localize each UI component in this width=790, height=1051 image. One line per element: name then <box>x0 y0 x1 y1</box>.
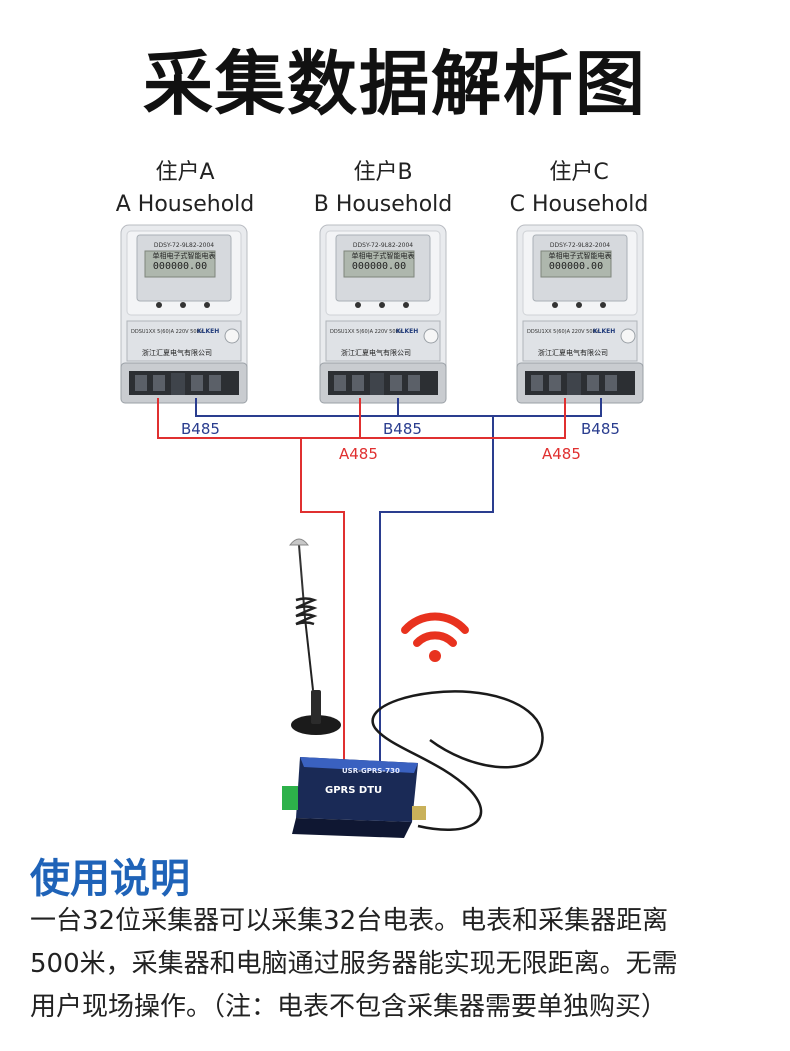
household-a-cn: 住户A <box>155 160 215 185</box>
household-a-label: 住户A A Household <box>85 157 285 221</box>
instructions-line-3: 用户现场操作。（注：电表不包含采集器需要单独购买） <box>30 992 668 1022</box>
page-title: 采集数据解析图 <box>143 43 647 125</box>
meter-b-model: DDSY-72-9L82-2004 <box>353 242 413 249</box>
sma-connector <box>412 806 426 820</box>
instructions-heading: 使用说明 <box>30 856 190 902</box>
household-c-en: C Household <box>509 192 649 217</box>
device-model: USR-GPRS-730 <box>342 767 400 775</box>
household-a-en: A Household <box>115 192 255 217</box>
meter-a-header: 单相电子式智能电表 <box>153 251 216 260</box>
wifi-icon <box>401 612 469 647</box>
antenna-icon <box>288 538 341 735</box>
meter-a-model: DDSY-72-9L82-2004 <box>154 242 214 249</box>
meter-b: DDSY-72-9L82-2004 单相电子式智能电表 000000.00 DD… <box>319 224 447 404</box>
instructions-line-2: 500米，采集器和电脑通过服务器能实现无限距离。无需 <box>30 949 678 979</box>
b485-label-a: B485 <box>181 420 220 438</box>
meter-c-spec: DDSU1XX 5(60)A 220V 50Hz <box>527 329 599 335</box>
household-c-label: 住户C C Household <box>479 157 679 221</box>
terminal-block <box>282 786 298 810</box>
meter-c-header: 单相电子式智能电表 <box>549 251 612 260</box>
meter-c-model: DDSY-72-9L82-2004 <box>550 242 610 249</box>
meter-c-company: 浙江汇夏电气有限公司 <box>538 348 608 357</box>
meter-b-reading: 000000.00 <box>352 261 406 272</box>
household-c-cn: 住户C <box>549 160 609 185</box>
meter-c: DDSY-72-9L82-2004 单相电子式智能电表 000000.00 DD… <box>516 224 644 404</box>
device-label: GPRS DTU <box>325 785 382 796</box>
household-b-cn: 住户B <box>353 160 413 185</box>
meter-b-brand: KLKEH <box>396 328 418 335</box>
gprs-cable <box>371 690 544 831</box>
a485-bus <box>157 398 566 770</box>
b485-label-c: B485 <box>581 420 620 438</box>
gprs-dtu-device: USR-GPRS-730 GPRS DTU <box>282 757 426 838</box>
meter-b-header: 单相电子式智能电表 <box>352 251 415 260</box>
meter-b-spec: DDSU1XX 5(60)A 220V 50Hz <box>330 329 402 335</box>
b485-label-b: B485 <box>383 420 422 438</box>
meter-c-brand: KLKEH <box>593 328 615 335</box>
a485-label-left: A485 <box>339 445 378 463</box>
a485-label-right: A485 <box>542 445 581 463</box>
meter-a-spec: DDSU1XX 5(60)A 220V 50Hz <box>131 329 203 335</box>
instructions-text: 一台32位采集器可以采集32台电表。电表和采集器距离 500米，采集器和电脑通过… <box>30 900 765 1029</box>
meter-a-reading: 000000.00 <box>153 261 207 272</box>
household-b-en: B Household <box>313 192 453 217</box>
instructions-line-1: 一台32位采集器可以采集32台电表。电表和采集器距离 <box>30 906 669 936</box>
meter-a: DDSY-72-9L82-2004 单相电子式智能电表 000000.00 DD… <box>120 224 248 404</box>
b485-bus <box>195 398 602 770</box>
meter-a-company: 浙江汇夏电气有限公司 <box>142 348 212 357</box>
meter-b-company: 浙江汇夏电气有限公司 <box>341 348 411 357</box>
household-b-label: 住户B B Household <box>283 157 483 221</box>
meter-a-brand: KLKEH <box>197 328 219 335</box>
wifi-dot <box>429 650 441 662</box>
meter-c-reading: 000000.00 <box>549 261 603 272</box>
